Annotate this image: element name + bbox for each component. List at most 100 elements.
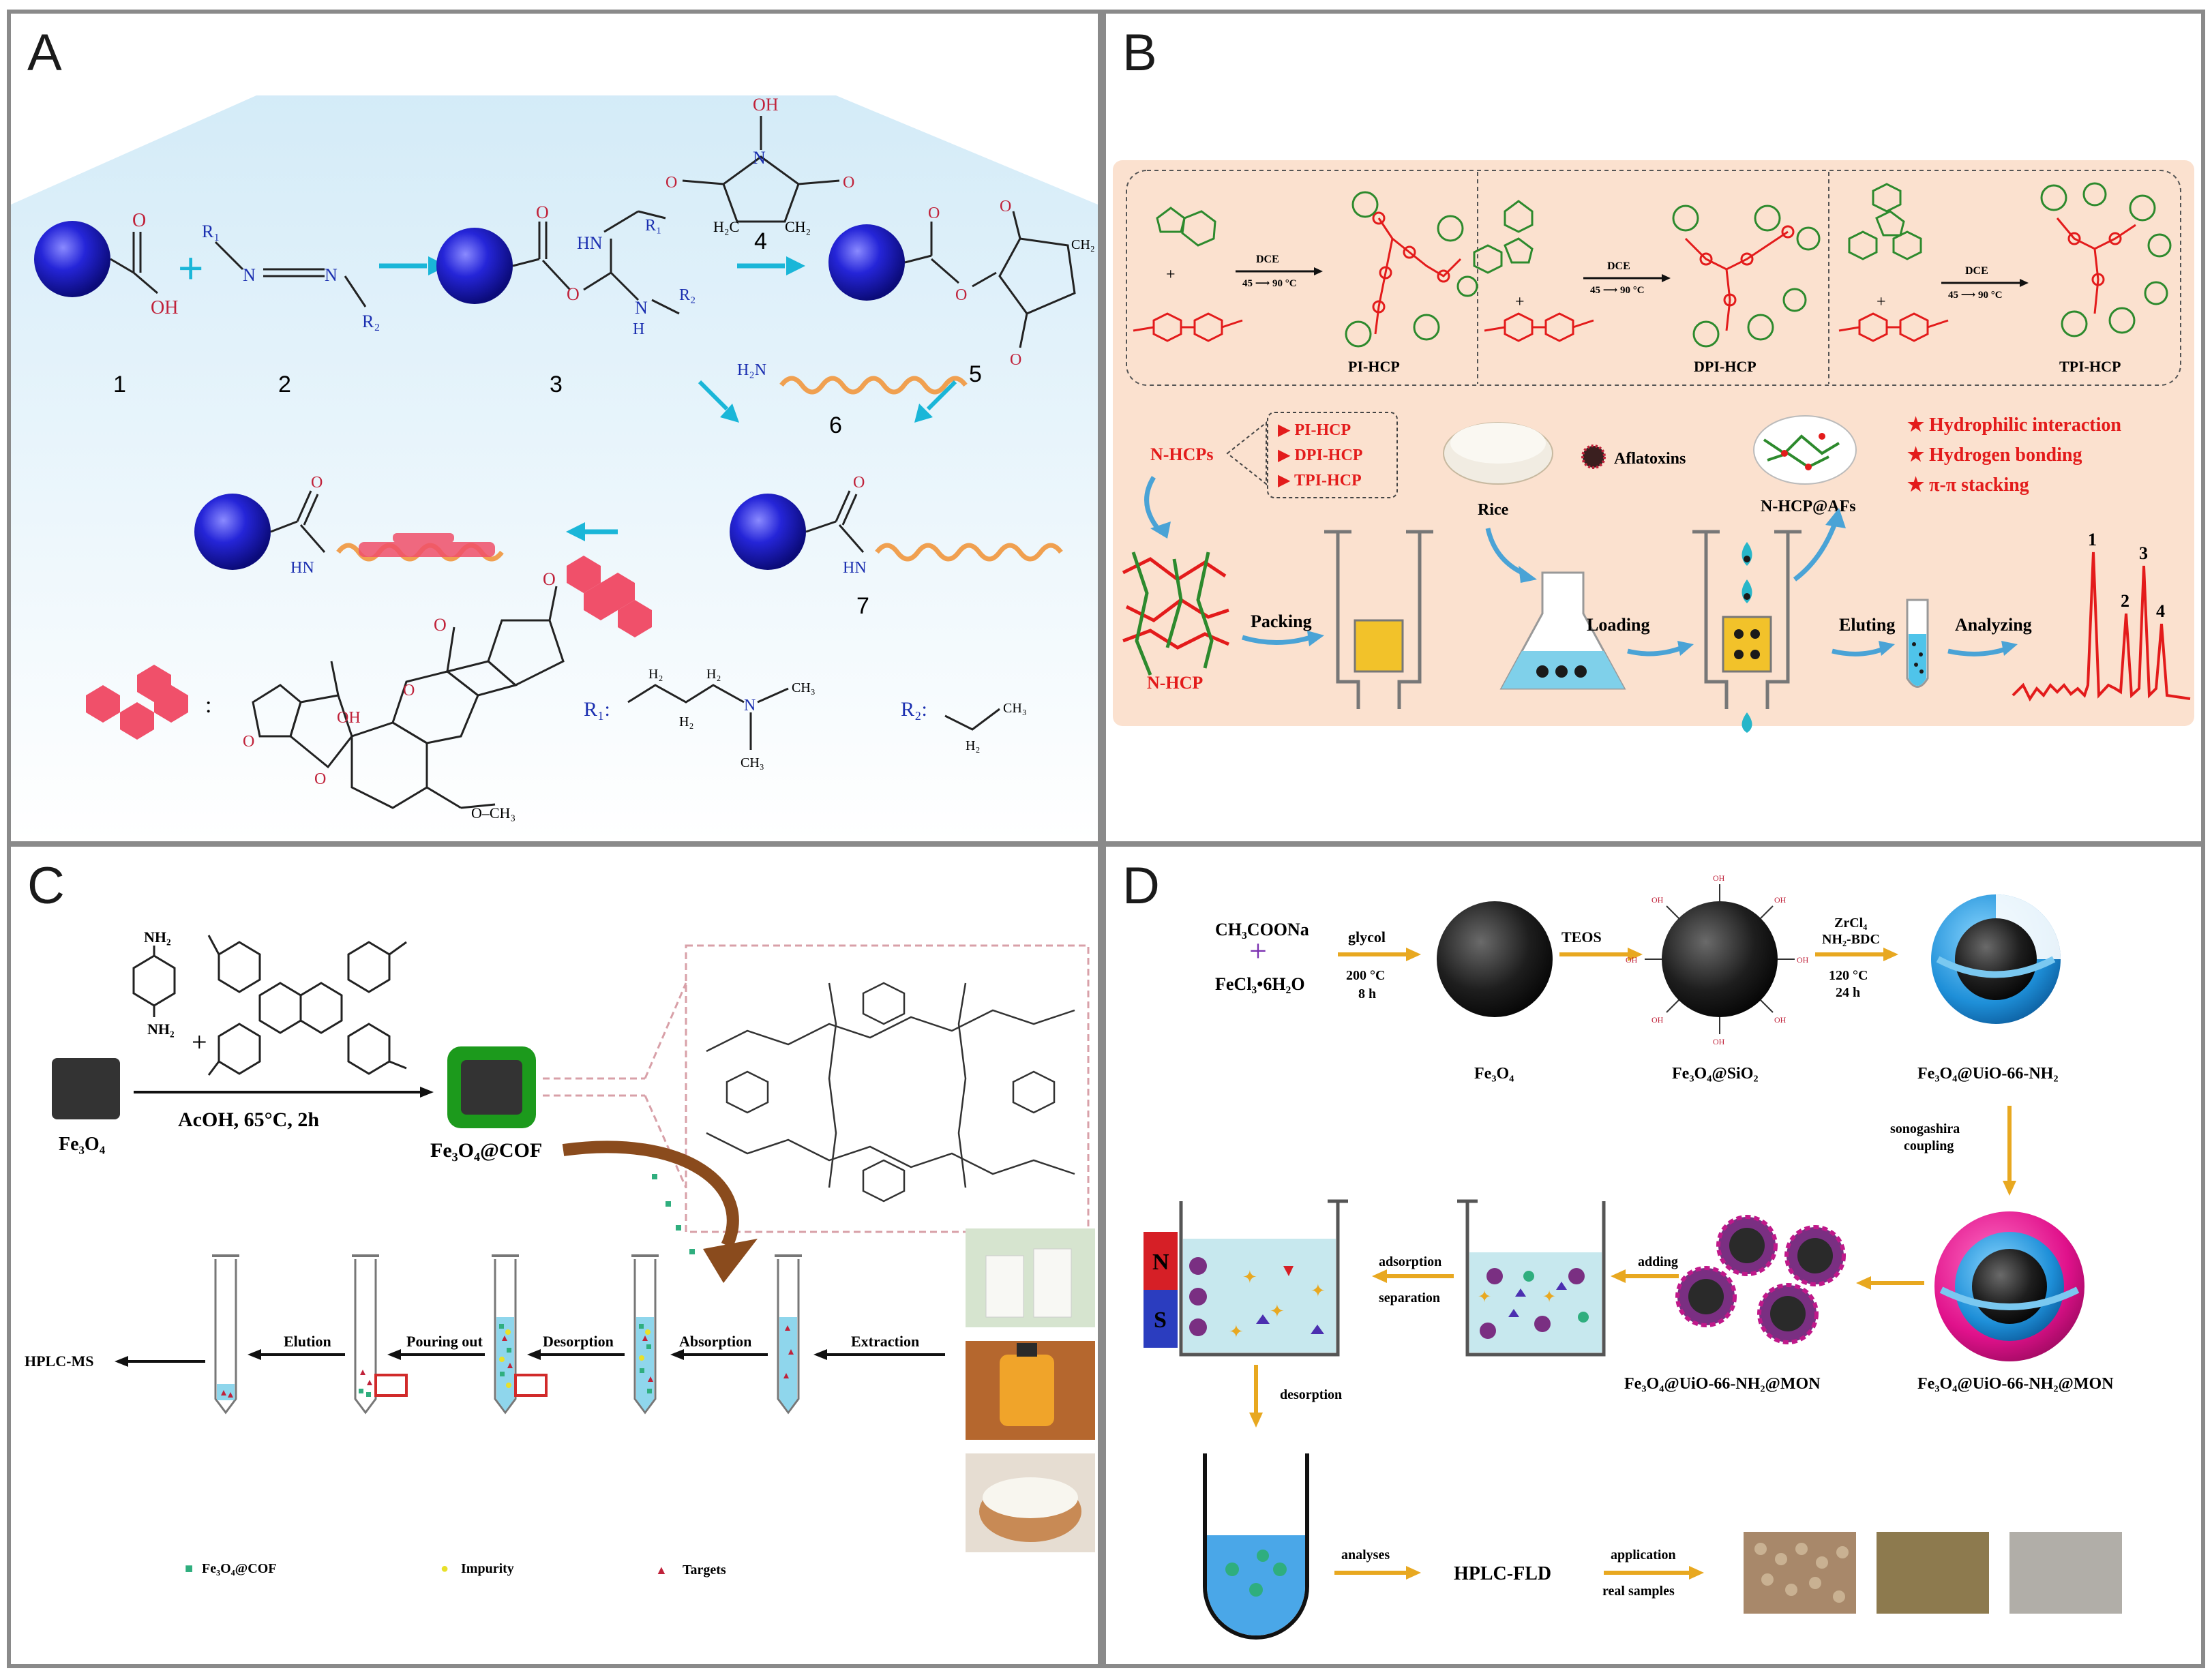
aflatoxin-structure <box>252 586 565 809</box>
atom-och3: O–CH₃ <box>471 804 515 821</box>
step3-bottom: 120 °C <box>1829 968 1868 983</box>
plus-sign: + <box>1877 293 1886 311</box>
compound-number-7: 7 <box>856 593 869 619</box>
analyses-label: analyses <box>1341 1548 1390 1563</box>
oh-label: OH <box>1713 1037 1725 1046</box>
step-label: Extraction <box>851 1333 919 1350</box>
arrow-a3 <box>698 380 729 411</box>
atom-o: O <box>311 474 323 492</box>
legend-label: Fe₃O₄@COF <box>202 1561 276 1576</box>
fe3o4-label: Fe₃O₄ <box>59 1134 106 1155</box>
svg-text:✦: ✦ <box>1229 1322 1244 1342</box>
step1-bottom: 200 °C <box>1346 968 1385 983</box>
panel-b-background <box>1113 160 2194 726</box>
arrow-a5-head <box>566 522 585 541</box>
plus-sign: + <box>178 243 203 292</box>
bead-final <box>194 494 271 570</box>
conical-flask <box>1499 571 1626 690</box>
arrow-loading <box>1627 645 1684 657</box>
product-label: Fe₃O₄ <box>1474 1065 1514 1083</box>
arrow-analyzing <box>1947 646 2007 657</box>
spe-cartridge-2 <box>1692 530 1802 733</box>
oh-label: OH <box>1713 873 1725 883</box>
rice-grains <box>1450 423 1546 464</box>
adsorption-label: adsorption <box>1379 1254 1441 1269</box>
reaction-1: + DCE 45 ⟶ 90 °C PI-HCP <box>1133 191 1478 375</box>
sample-photo-oil <box>966 1341 1095 1440</box>
compound-number-3: 3 <box>550 372 563 397</box>
nh2-label: NH₂ <box>144 929 171 946</box>
sample-photo-milk <box>966 1228 1095 1327</box>
condition-label: 45 ⟶ 90 °C <box>1590 285 1645 296</box>
interaction-item: ★ Hydrogen bonding <box>1907 444 2082 466</box>
step2-label: TEOS <box>1561 929 1602 946</box>
legend-r1: R₁: <box>584 698 610 721</box>
atom-o: O <box>853 474 865 492</box>
test-tube <box>1906 599 1929 688</box>
reaction-arrow-head <box>420 1087 434 1098</box>
atom-oh: OH <box>337 709 361 727</box>
separation-label: separation <box>1379 1291 1440 1306</box>
panel-a-scheme: O OH 1 + R₁ N N R₂ 2 O <box>11 95 1098 841</box>
condition-label: AcOH, 65°C, 2h <box>178 1108 319 1131</box>
compound-number-6: 6 <box>829 412 842 438</box>
peak-label: 2 <box>2121 591 2129 611</box>
oh-label: OH <box>1774 1015 1787 1025</box>
atom-n: N <box>744 697 756 714</box>
atom-n: N <box>635 298 648 318</box>
brown-arrow <box>562 1141 739 1248</box>
legend-label: Impurity <box>461 1561 514 1576</box>
arrow-analyzing-head <box>2001 641 2018 656</box>
peak-label: 3 <box>2139 543 2148 563</box>
nhcps-box <box>1267 412 1398 498</box>
arrow-to-afs <box>1793 520 1838 582</box>
atom-o: O <box>567 284 580 304</box>
peptide-chain-7 <box>875 543 1063 562</box>
product-label: TPI-HCP <box>2059 358 2121 375</box>
spe-cartridge-1 <box>1324 530 1433 709</box>
panel-letter-a: A <box>27 24 62 82</box>
legend-symbol: ● <box>440 1561 449 1576</box>
nhcp-list-item: ▶ PI-HCP <box>1278 421 1351 439</box>
step-label: Loading <box>1587 615 1650 635</box>
oh-label: OH <box>1797 955 1809 965</box>
atom-o: O <box>928 205 940 222</box>
solvent-label: DCE <box>1256 254 1279 265</box>
panel-letter-d: D <box>1122 857 1160 915</box>
fe3o4-sphere <box>1437 901 1553 1017</box>
atom-hn: HN <box>577 233 603 253</box>
arrow-loading-head <box>1677 641 1694 656</box>
oh-label: OH <box>1774 895 1787 905</box>
fe3o4-particle <box>52 1058 120 1119</box>
svg-text:✦: ✦ <box>1242 1267 1257 1287</box>
beaker-adding: ✦✦ <box>1457 1199 1606 1357</box>
plus-sign: + <box>1249 933 1267 968</box>
condition-label: 45 ⟶ 90 °C <box>1948 290 2003 301</box>
step3-top: NH₂-BDC <box>1822 932 1880 947</box>
panel-b: B + DCE 45 ⟶ 90 °C <box>1102 10 2205 845</box>
aflatoxin-symbol <box>567 556 652 637</box>
svg-text:✦: ✦ <box>1542 1288 1556 1306</box>
arrow-rice <box>1485 528 1523 575</box>
tube-pouring <box>352 1254 408 1415</box>
atom-o: O <box>243 733 254 751</box>
connector-dash <box>644 982 687 1079</box>
product-label: PI-HCP <box>1348 358 1400 375</box>
atom-o: O <box>1000 198 1011 215</box>
tube-desorption-b <box>492 1254 548 1415</box>
product-label: Fe₃O₄@UiO-66-NH₂@MON <box>1917 1375 2114 1393</box>
reaction-3: + DCE 45 ⟶ 90 °C TPI-HCP <box>1838 182 2172 375</box>
connector-dash <box>644 1095 687 1188</box>
atom-h2: H₂ <box>706 667 721 682</box>
step3-top: ZrCl₄ <box>1834 916 1867 931</box>
panel-d: D CH₃COONa + FeCl₃•6H₂O glycol <box>1102 843 2205 1668</box>
atom-n: N <box>325 265 338 285</box>
aflatoxins-label: Aflatoxins <box>1614 450 1686 468</box>
sample-photo-grain <box>1877 1532 1989 1614</box>
atom-oh: OH <box>753 95 779 115</box>
arrow-a4 <box>926 380 957 411</box>
tetraaldehyde-structure <box>207 935 407 1076</box>
fe3o4-cof-core <box>461 1060 522 1115</box>
compound-number-5: 5 <box>969 361 982 387</box>
atom-ch3: CH₃ <box>792 680 816 695</box>
